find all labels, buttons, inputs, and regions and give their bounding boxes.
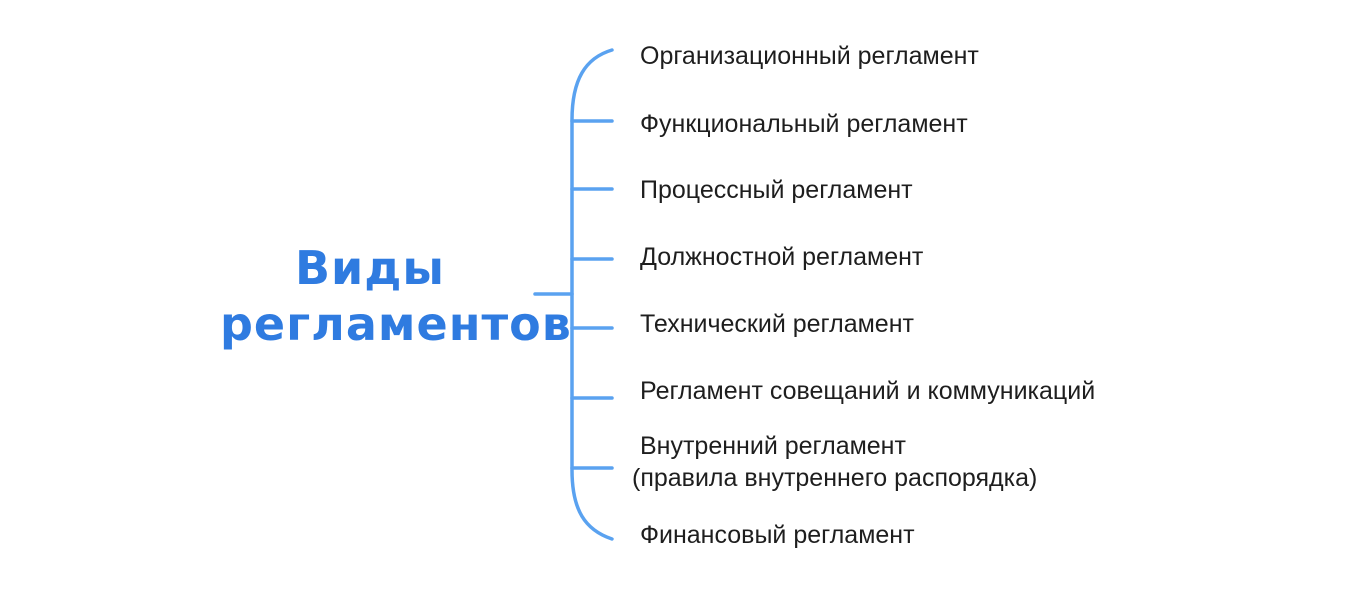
item-internal: Внутренний регламент (правила внутреннег… [632,430,1037,494]
title-line-1: Виды [294,241,446,295]
item-meetings: Регламент совещаний и коммуникаций [640,377,1096,405]
item-organizational: Организационный регламент [640,42,979,70]
item-technical: Технический регламент [640,310,914,338]
item-internal-sublabel: (правила внутреннего распорядка) [632,464,1038,492]
item-functional: Функциональный регламент [640,110,968,138]
diagram-title: Виды регламентов [220,240,572,352]
item-internal-label: Внутренний регламент [640,432,906,460]
item-financial: Финансовый регламент [640,521,915,549]
title-line-2: регламентов [220,297,572,351]
item-process: Процессный регламент [640,176,913,204]
item-job: Должностной регламент [640,243,924,271]
